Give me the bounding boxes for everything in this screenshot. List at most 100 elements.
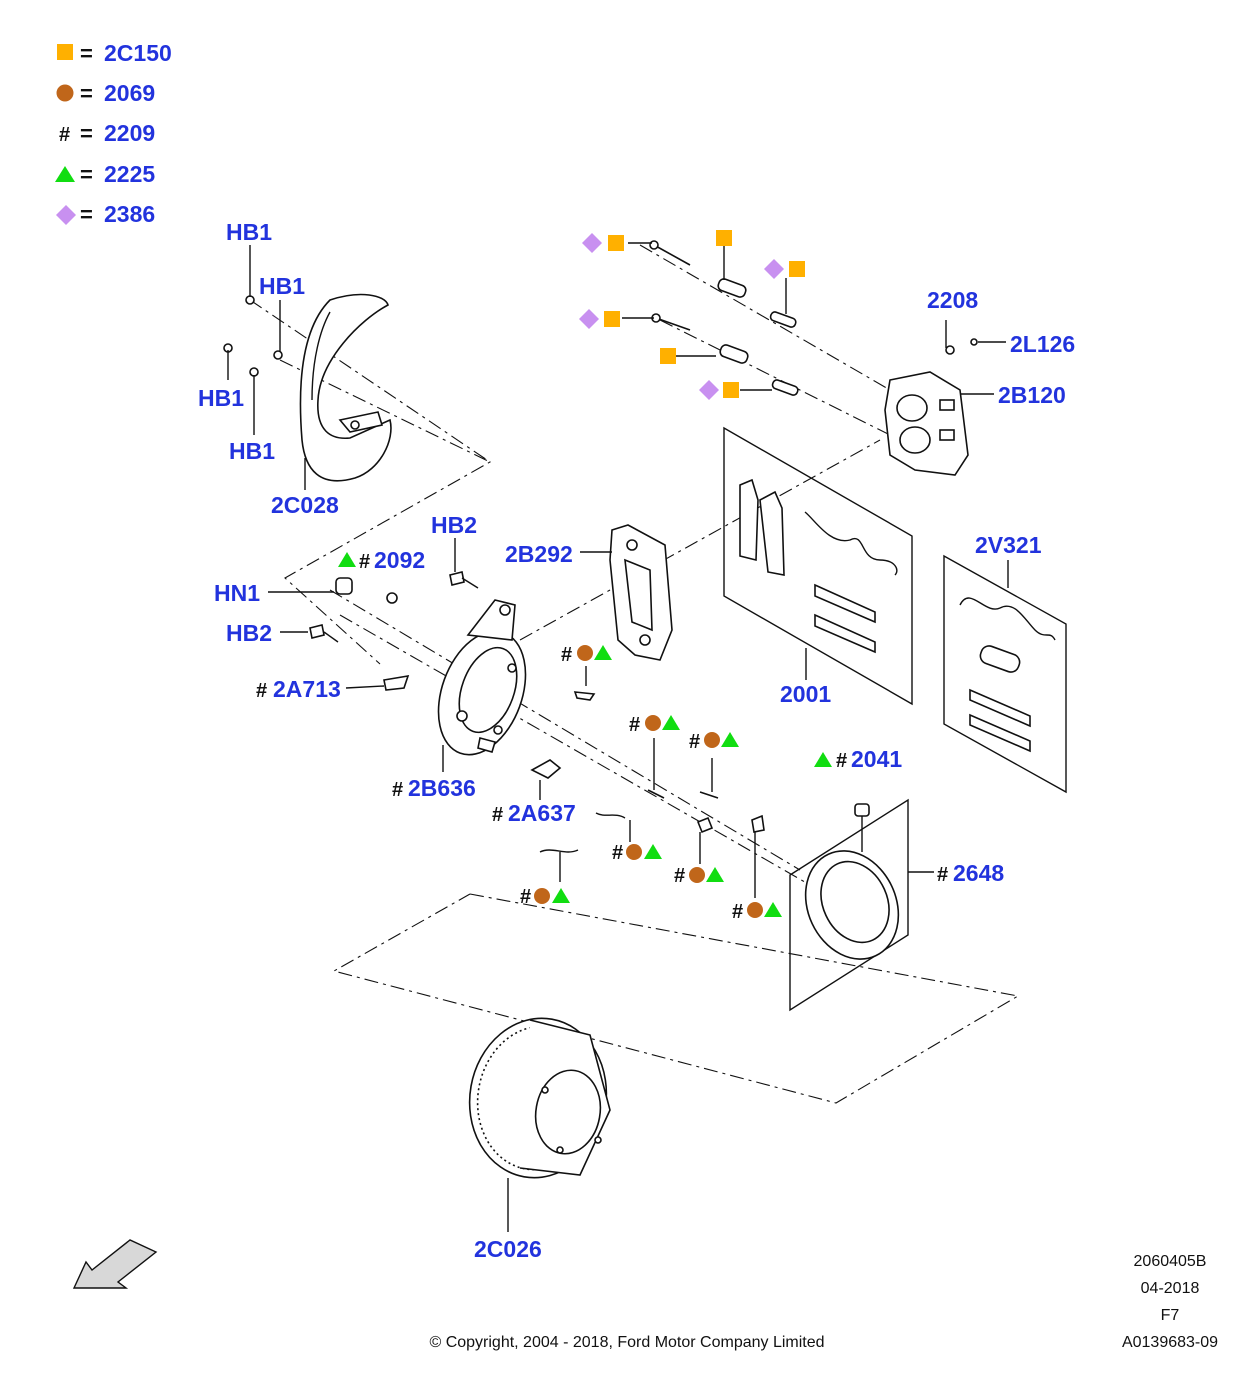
- callout-2b120: 2B120: [998, 382, 1066, 408]
- hash-mark: #: [629, 714, 640, 736]
- callout-2a637: 2A637: [508, 800, 576, 826]
- triangle-symbol-icon: [594, 645, 612, 660]
- callout-hb2: HB2: [226, 620, 272, 646]
- triangle-symbol-icon: [55, 166, 75, 182]
- callout-2b636: 2B636: [408, 775, 476, 801]
- circle-symbol-icon: [626, 844, 642, 860]
- square-symbol-icon: [716, 230, 732, 246]
- brake-pad-kit-part: [723, 426, 913, 706]
- diamond-symbol-icon: [764, 259, 784, 279]
- hash-mark: #: [612, 842, 623, 864]
- legend-code-2209: 2209: [104, 120, 155, 146]
- hash-mark: #: [359, 551, 370, 573]
- diagram-sheet: F7: [1161, 1307, 1180, 1324]
- callout-2v321: 2V321: [975, 532, 1042, 558]
- rotor-part: [468, 1017, 611, 1179]
- guide-pins-part: [649, 240, 799, 396]
- footer: 2060405B 04-2018 F7 A0139683-09 © Copyri…: [429, 1253, 1218, 1351]
- callout-2b292: 2B292: [505, 541, 573, 567]
- circle-symbol-icon: [689, 867, 705, 883]
- legend-equals: =: [80, 121, 93, 146]
- caliper-bracket-part: [609, 524, 673, 661]
- diamond-symbol-icon: [56, 205, 76, 225]
- legend-equals: =: [80, 41, 93, 66]
- circle-symbol-icon: [577, 645, 593, 661]
- hash-mark: #: [732, 901, 743, 923]
- callout-2208: 2208: [927, 287, 978, 313]
- hash-mark: #: [836, 750, 847, 772]
- parking-brake-shoes-part: [789, 798, 909, 1012]
- assembly-centerlines: [249, 244, 1020, 1104]
- hardware-kit-part: [943, 554, 1067, 794]
- leader-lines: [227, 242, 1009, 1232]
- legend-code-2225: 2225: [104, 161, 155, 187]
- callout-2001: 2001: [780, 681, 831, 707]
- legend-equals: =: [80, 162, 93, 187]
- legend-equals: =: [80, 202, 93, 227]
- square-symbol-icon: [789, 261, 805, 277]
- caliper-part: [884, 338, 978, 476]
- legend: = 2C150 = 2069 # = 2209 = 2225 = 2386: [55, 40, 172, 227]
- square-symbol-icon: [604, 311, 620, 327]
- backing-plate-part: [437, 599, 527, 756]
- hash-symbol-icon: #: [59, 124, 70, 146]
- callout-2l126: 2L126: [1010, 331, 1075, 357]
- callout-labels: HB1 HB1 HB1 HB1 2C028 2092 HB2 HN1 HB2 2…: [198, 219, 1075, 1262]
- hash-markers: # # # # # # # # # # # # #: [256, 551, 948, 923]
- square-symbol-icon: [723, 382, 739, 398]
- circle-symbol-icon: [534, 888, 550, 904]
- direction-arrow-icon: [72, 1239, 158, 1289]
- triangle-symbol-icon: [338, 552, 356, 567]
- circle-symbol-icon: [704, 732, 720, 748]
- callout-2092: 2092: [374, 547, 425, 573]
- hash-mark: #: [256, 680, 267, 702]
- diamond-symbol-icon: [582, 233, 602, 253]
- callout-2c028: 2C028: [271, 492, 339, 518]
- circle-symbol-icon: [56, 84, 74, 102]
- hash-mark: #: [937, 864, 948, 886]
- hash-mark: #: [392, 779, 403, 801]
- callout-hn1: HN1: [214, 580, 260, 606]
- hash-mark: #: [520, 886, 531, 908]
- callout-hb1: HB1: [198, 385, 244, 411]
- circle-symbol-icon: [747, 902, 763, 918]
- square-symbol-icon: [57, 44, 73, 60]
- triangle-symbol-icon: [644, 844, 662, 859]
- callout-hb1: HB1: [259, 273, 305, 299]
- hash-mark: #: [674, 865, 685, 887]
- diamond-symbol-icon: [699, 380, 719, 400]
- triangle-symbol-icon: [721, 732, 739, 747]
- diagram-doc-id: A0139683-09: [1122, 1334, 1218, 1351]
- diamond-symbol-icon: [579, 309, 599, 329]
- hash-mark: #: [492, 804, 503, 826]
- callout-2648: 2648: [953, 860, 1004, 886]
- callout-2a713: 2A713: [273, 676, 341, 702]
- hash-mark: #: [561, 644, 572, 666]
- callout-2041: 2041: [851, 746, 902, 772]
- diagram-ref: 2060405B: [1134, 1253, 1207, 1270]
- triangle-symbol-icon: [706, 867, 724, 882]
- square-symbol-icon: [608, 235, 624, 251]
- square-symbol-icon: [660, 348, 676, 364]
- diagram-date: 04-2018: [1141, 1280, 1200, 1297]
- circle-symbol-icon: [645, 715, 661, 731]
- callout-hb1: HB1: [229, 438, 275, 464]
- legend-equals: =: [80, 81, 93, 106]
- triangle-symbol-icon: [552, 888, 570, 903]
- copyright-notice: © Copyright, 2004 - 2018, Ford Motor Com…: [429, 1334, 824, 1351]
- triangle-symbol-icon: [814, 752, 832, 767]
- legend-code-2386: 2386: [104, 201, 155, 227]
- triangle-symbol-icon: [764, 902, 782, 917]
- callout-hb2: HB2: [431, 512, 477, 538]
- small-hardware: [309, 571, 765, 853]
- splash-shield-part: [299, 293, 392, 482]
- legend-code-2069: 2069: [104, 80, 155, 106]
- callout-2c026: 2C026: [474, 1236, 542, 1262]
- callout-hb1: HB1: [226, 219, 272, 245]
- legend-code-2c150: 2C150: [104, 40, 172, 66]
- hb1-bolts: [223, 295, 283, 377]
- symbol-markers: [338, 230, 832, 918]
- hash-mark: #: [689, 731, 700, 753]
- triangle-symbol-icon: [662, 715, 680, 730]
